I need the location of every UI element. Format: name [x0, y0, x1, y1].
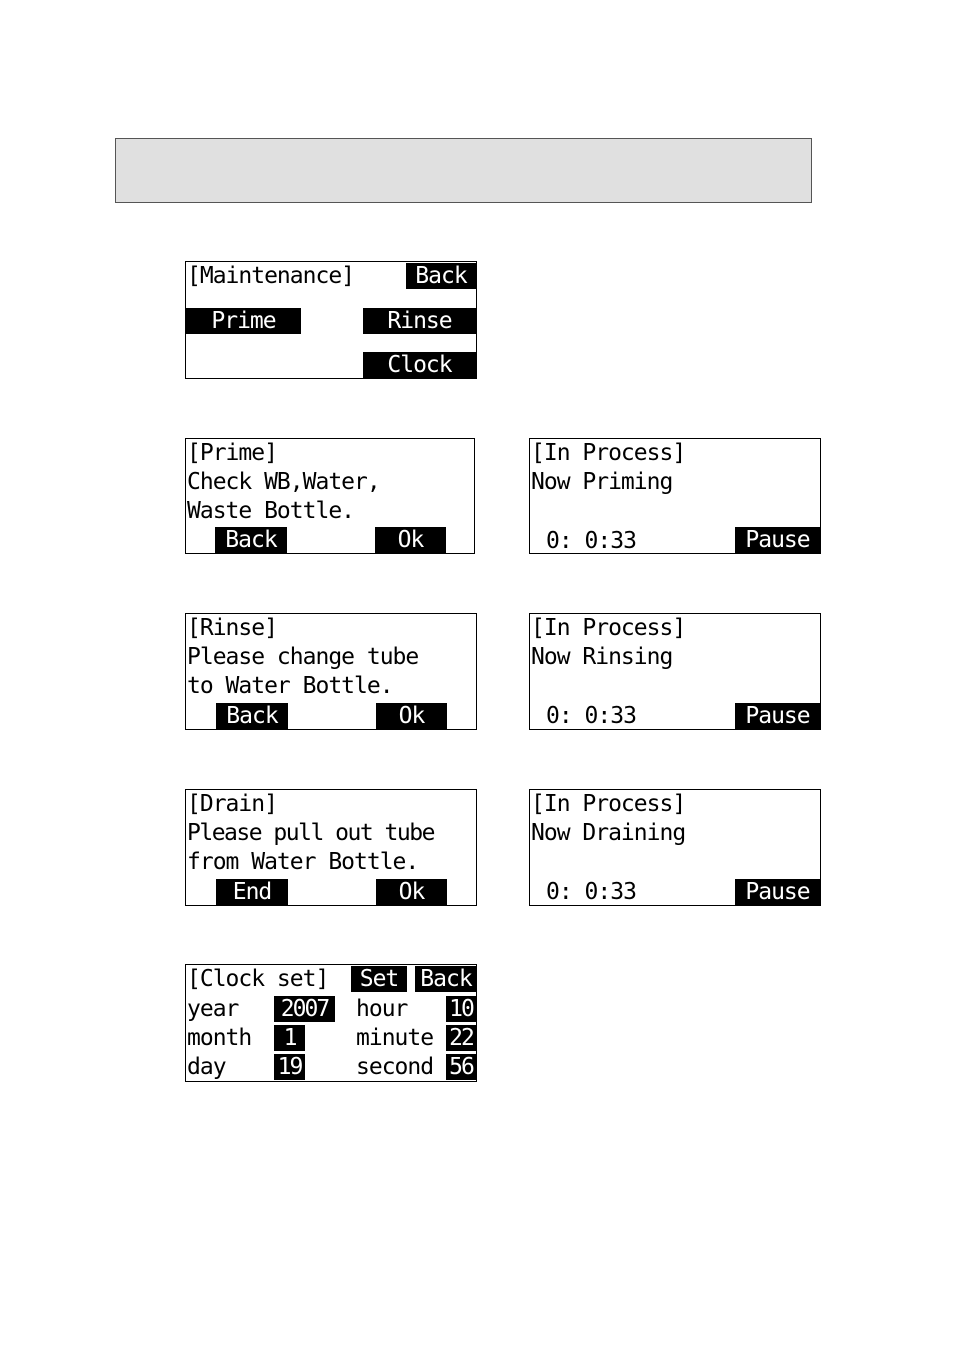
minute-label: minute — [356, 1025, 434, 1051]
year-field[interactable]: 2007 — [274, 996, 335, 1022]
rinse-message-line2: to Water Bottle. — [187, 673, 394, 699]
back-button[interactable]: Back — [406, 263, 476, 289]
rinse-button[interactable]: Rinse — [363, 308, 476, 334]
drain-title: [Drain] — [187, 791, 278, 817]
clock-set-button[interactable]: Set — [351, 966, 407, 992]
rinsing-pause-button[interactable]: Pause — [735, 703, 820, 729]
draining-pause-button[interactable]: Pause — [735, 879, 820, 905]
hour-field[interactable]: 10 — [446, 996, 476, 1022]
priming-title: [In Process] — [531, 440, 686, 466]
day-field[interactable]: 19 — [274, 1054, 305, 1080]
rinse-title: [Rinse] — [187, 615, 278, 641]
maintenance-title: [Maintenance] — [187, 263, 355, 289]
priming-pause-button[interactable]: Pause — [735, 527, 820, 553]
day-label: day — [187, 1054, 227, 1080]
prime-ok-button[interactable]: Ok — [375, 527, 446, 553]
year-label: year — [187, 996, 239, 1022]
drain-ok-button[interactable]: Ok — [376, 879, 447, 905]
priming-timer: 0: 0:33 — [546, 528, 637, 554]
rinse-screen: [Rinse] Please change tube to Water Bott… — [185, 613, 477, 730]
prime-button[interactable]: Prime — [186, 308, 301, 334]
second-field[interactable]: 56 — [446, 1054, 476, 1080]
prime-title: [Prime] — [187, 440, 278, 466]
rinse-back-button[interactable]: Back — [216, 703, 288, 729]
draining-timer: 0: 0:33 — [546, 879, 637, 905]
clock-set-title: [Clock set] — [187, 966, 329, 992]
prime-message-line2: Waste Bottle. — [187, 498, 355, 524]
drain-message-line1: Please pull out tube — [187, 820, 435, 846]
draining-status: Now Draining — [531, 820, 686, 846]
month-label: month — [187, 1025, 252, 1051]
rinse-message-line1: Please change tube — [187, 644, 419, 670]
prime-back-button[interactable]: Back — [215, 527, 287, 553]
draining-title: [In Process] — [531, 791, 686, 817]
rinsing-title: [In Process] — [531, 615, 686, 641]
maintenance-screen: [Maintenance] Back Prime Rinse Clock — [185, 261, 477, 379]
priming-status: Now Priming — [531, 469, 673, 495]
second-label: second — [356, 1054, 434, 1080]
drain-end-button[interactable]: End — [216, 879, 288, 905]
month-field[interactable]: 1 — [274, 1025, 305, 1051]
clock-button[interactable]: Clock — [363, 352, 476, 378]
clock-back-button[interactable]: Back — [415, 966, 476, 992]
header-banner — [115, 138, 812, 203]
prime-screen: [Prime] Check WB,Water, Waste Bottle. Ba… — [185, 438, 475, 554]
rinsing-status: Now Rinsing — [531, 644, 673, 670]
minute-field[interactable]: 22 — [446, 1025, 476, 1051]
clock-set-screen: [Clock set] Set Back year 2007 hour 10 m… — [185, 964, 477, 1082]
drain-message-line2: from Water Bottle. — [187, 849, 419, 875]
draining-screen: [In Process] Now Draining 0: 0:33 Pause — [529, 789, 821, 906]
drain-screen: [Drain] Please pull out tube from Water … — [185, 789, 477, 906]
priming-screen: [In Process] Now Priming 0: 0:33 Pause — [529, 438, 821, 554]
rinsing-timer: 0: 0:33 — [546, 703, 637, 729]
prime-message-line1: Check WB,Water, — [187, 469, 381, 495]
rinse-ok-button[interactable]: Ok — [376, 703, 447, 729]
hour-label: hour — [356, 996, 408, 1022]
rinsing-screen: [In Process] Now Rinsing 0: 0:33 Pause — [529, 613, 821, 730]
